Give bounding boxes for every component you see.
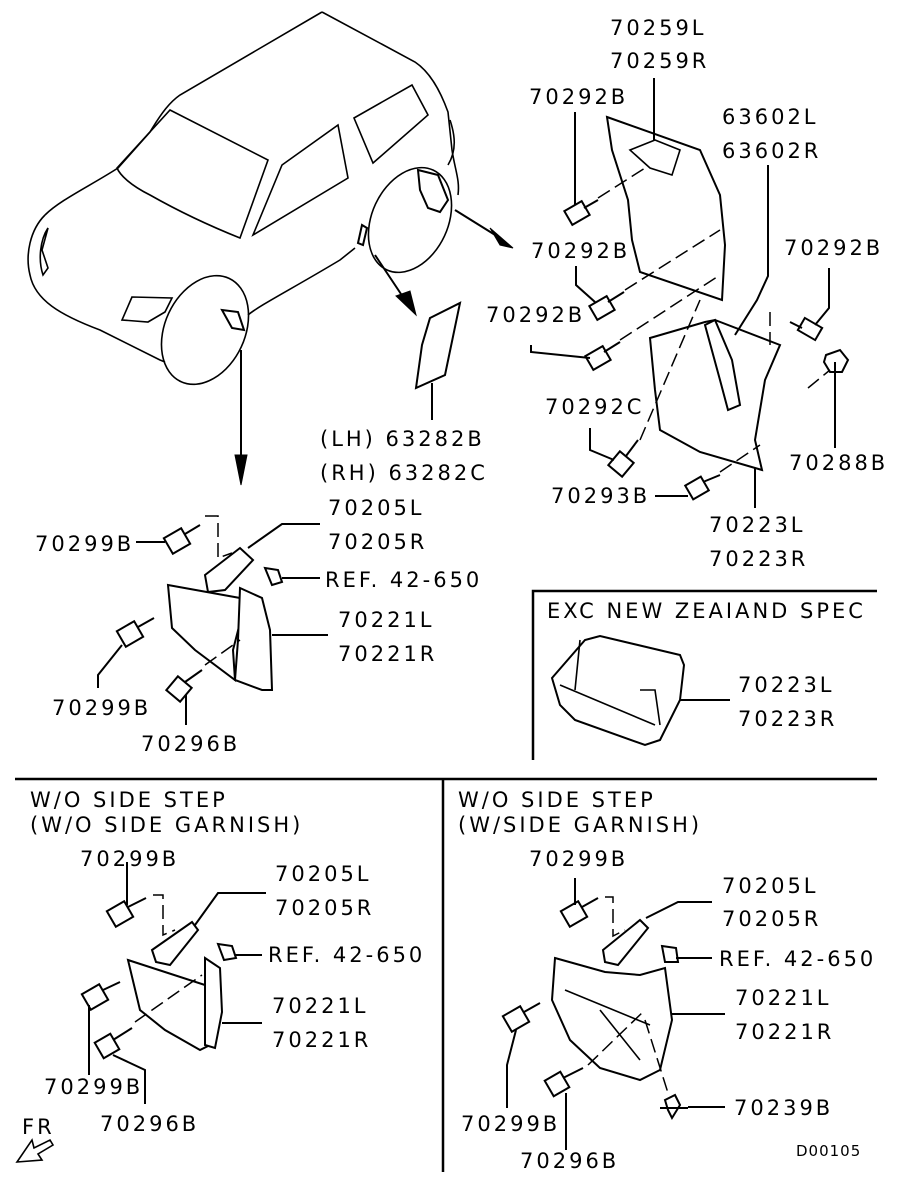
bolt-icon	[587, 291, 625, 322]
part-label[interactable]: 70292B	[529, 85, 628, 109]
diagram-code: D00105	[796, 1142, 861, 1160]
bolt-icon	[164, 669, 203, 704]
part-label[interactable]: 70299B	[44, 1075, 143, 1099]
part-label[interactable]: 70296B	[520, 1149, 619, 1173]
part-label[interactable]: 63602R	[722, 139, 821, 163]
bolt-icon	[80, 981, 121, 1012]
bolt-icon	[683, 474, 721, 501]
part-label[interactable]: 70259L	[610, 16, 707, 40]
inset-heading: W/O SIDE STEP	[458, 788, 656, 812]
part-label[interactable]: 70221L	[272, 994, 369, 1018]
inset-heading: EXC NEW ZEAIAND SPEC	[547, 599, 866, 623]
inset-subheading: (W/O SIDE GARNISH)	[30, 813, 303, 837]
part-label[interactable]: 70299B	[461, 1112, 560, 1136]
part-label[interactable]: 70292B	[784, 236, 883, 260]
bolt-icon	[501, 1002, 541, 1034]
part-label[interactable]: 70259R	[610, 49, 709, 73]
part-label[interactable]: (LH) 63282B	[320, 427, 485, 451]
rear-liner-assembly	[530, 78, 850, 508]
part-label[interactable]: 70288B	[789, 451, 888, 475]
bolt-icon	[562, 199, 599, 227]
part-label[interactable]: 70205L	[328, 496, 425, 520]
front-direction-arrow-icon	[15, 1138, 55, 1163]
part-label[interactable]: 63602L	[722, 105, 819, 129]
clip-icon	[660, 1093, 688, 1121]
part-label[interactable]: 70292B	[531, 239, 630, 263]
part-label[interactable]: 70299B	[80, 847, 179, 871]
rear-liner-labels: 70259L 70259R 70292B 63602L 63602R 70292…	[320, 16, 888, 571]
part-label[interactable]: 70299B	[35, 532, 134, 556]
part-label[interactable]: 70223L	[709, 513, 806, 537]
part-label[interactable]: 70292B	[486, 303, 585, 327]
bolt-icon	[583, 341, 621, 372]
nut-icon	[822, 348, 850, 373]
bolt-icon	[789, 316, 824, 342]
front-direction-label: FR	[22, 1115, 55, 1139]
inset-w-side-garnish: W/O SIDE STEP (W/SIDE GARNISH)	[458, 788, 876, 1173]
part-label[interactable]: 70299B	[52, 696, 151, 720]
inset-exc-new-zealand: EXC NEW ZEAIAND SPEC 70223L 70223R	[531, 589, 877, 760]
part-label[interactable]: 70296B	[141, 732, 240, 756]
bolt-icon	[559, 897, 599, 929]
bolt-icon	[162, 524, 201, 556]
part-label[interactable]: REF. 42-650	[325, 568, 482, 592]
vehicle-outline	[27, 11, 514, 486]
part-label[interactable]: 70205R	[722, 907, 821, 931]
bolt-icon	[606, 439, 639, 479]
front-mudguard-assembly	[97, 515, 328, 725]
part-label[interactable]: 70299B	[529, 847, 628, 871]
part-label[interactable]: 70293B	[551, 484, 650, 508]
front-mudguard-labels: 70299B 70205L 70205R REF. 42-650 70221L …	[35, 496, 482, 756]
part-label[interactable]: 70221R	[735, 1020, 834, 1044]
bolt-icon	[93, 1027, 133, 1060]
part-label[interactable]: 70205R	[275, 896, 374, 920]
part-label[interactable]: 70221L	[735, 986, 832, 1010]
part-label[interactable]: 70223L	[738, 673, 835, 697]
bolt-icon	[115, 617, 155, 649]
part-label[interactable]: 70223R	[738, 707, 837, 731]
part-label[interactable]: 70221R	[338, 642, 437, 666]
part-label[interactable]: 70292C	[545, 395, 644, 419]
part-label[interactable]: 70205R	[328, 530, 427, 554]
part-label[interactable]: 70223R	[709, 547, 808, 571]
part-label[interactable]: REF. 42-650	[268, 943, 425, 967]
part-label[interactable]: 70221L	[338, 608, 435, 632]
part-label[interactable]: 70239B	[734, 1096, 833, 1120]
inset-subheading: (W/SIDE GARNISH)	[458, 813, 702, 837]
inset-wo-side-garnish: W/O SIDE STEP (W/O SIDE GARNISH) 70299B …	[15, 788, 425, 1163]
part-label[interactable]: 70296B	[100, 1112, 199, 1136]
part-label[interactable]: 70205L	[722, 874, 819, 898]
part-label[interactable]: 70205L	[275, 862, 372, 886]
bolt-icon	[543, 1067, 584, 1098]
inset-heading: W/O SIDE STEP	[30, 788, 228, 812]
part-label[interactable]: REF. 42-650	[719, 947, 876, 971]
part-label[interactable]: 70221R	[272, 1028, 371, 1052]
part-label[interactable]: (RH) 63282C	[320, 461, 488, 485]
bolt-icon	[105, 897, 147, 929]
